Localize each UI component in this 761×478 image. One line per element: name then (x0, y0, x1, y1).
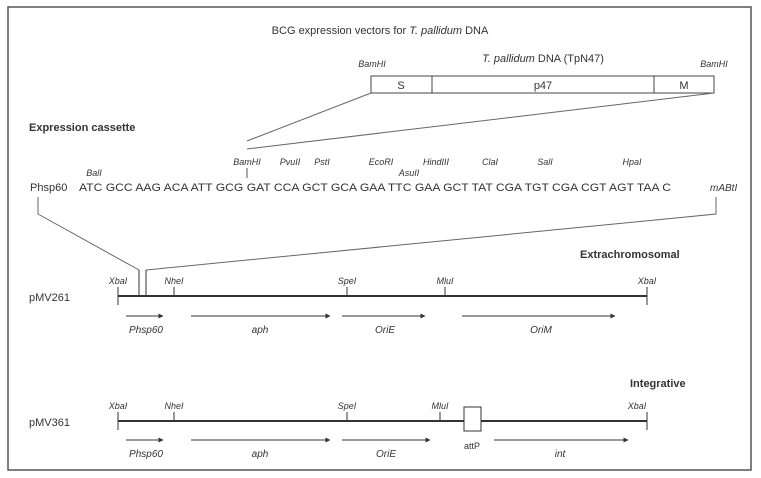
vector2-name: pMV361 (29, 417, 70, 429)
v2-site-mlui: MluI (431, 401, 449, 411)
v2-site-nhei: NheI (164, 401, 184, 411)
cassette-heading: Expression cassette (29, 122, 135, 134)
vector2-type: Integrative (630, 378, 686, 390)
insert-site-left: BamHI (358, 59, 386, 69)
segment-m: M (679, 80, 688, 92)
segment-s: S (397, 80, 404, 92)
site-bami: BalI (86, 168, 102, 178)
site-asuii: AsuII (398, 168, 420, 178)
vector1-name: pMV261 (29, 292, 70, 304)
figure-frame (7, 6, 752, 471)
v1-gene-orim: OriM (530, 325, 552, 336)
site-psti: PstI (314, 157, 330, 167)
v1-site-xbai-left: XbaI (108, 276, 128, 286)
v2-site-xbai-right: XbaI (627, 401, 647, 411)
site-clai: ClaI (482, 157, 499, 167)
site-pvuii: PvuII (280, 157, 301, 167)
attp-box (463, 406, 482, 432)
insert-label: T. pallidum DNA (TpN47) (482, 53, 604, 65)
site-hpai: HpaI (622, 157, 642, 167)
v1-gene-orie: OriE (375, 325, 395, 336)
figure-title: BCG expression vectors for T. pallidum D… (272, 25, 489, 37)
vector1-type: Extrachromosomal (580, 249, 680, 261)
segment-p47: p47 (534, 80, 552, 92)
site-ecori: EcoRI (369, 157, 394, 167)
v1-site-nhei: NheI (164, 276, 184, 286)
v2-gene-int: int (555, 449, 567, 460)
v2-site-spei: SpeI (338, 401, 357, 411)
insert-box (370, 75, 715, 94)
v1-site-xbai-right: XbaI (637, 276, 657, 286)
cassette-sequence: ATC GCC AAG ACA ATT GCG GAT CCA GCT GCA … (79, 182, 671, 194)
cassette-promoter: Phsp60 (30, 182, 67, 194)
site-bamhi: BamHI (233, 157, 261, 167)
v2-site-xbai-left: XbaI (108, 401, 128, 411)
site-hindiii: HindIII (423, 157, 450, 167)
v2-gene-phsp60: Phsp60 (129, 449, 163, 460)
v1-site-mlui: MluI (436, 276, 454, 286)
v2-gene-aph: aph (252, 449, 269, 460)
v2-gene-orie: OriE (376, 449, 396, 460)
v1-gene-phsp60: Phsp60 (129, 325, 163, 336)
insert-site-right: BamHI (700, 59, 728, 69)
cassette-end-label: mABtI (710, 183, 737, 194)
v2-gene-attp: attP (464, 441, 480, 451)
v1-site-spei: SpeI (338, 276, 357, 286)
v1-gene-aph: aph (252, 325, 269, 336)
site-sali: SalI (537, 157, 553, 167)
